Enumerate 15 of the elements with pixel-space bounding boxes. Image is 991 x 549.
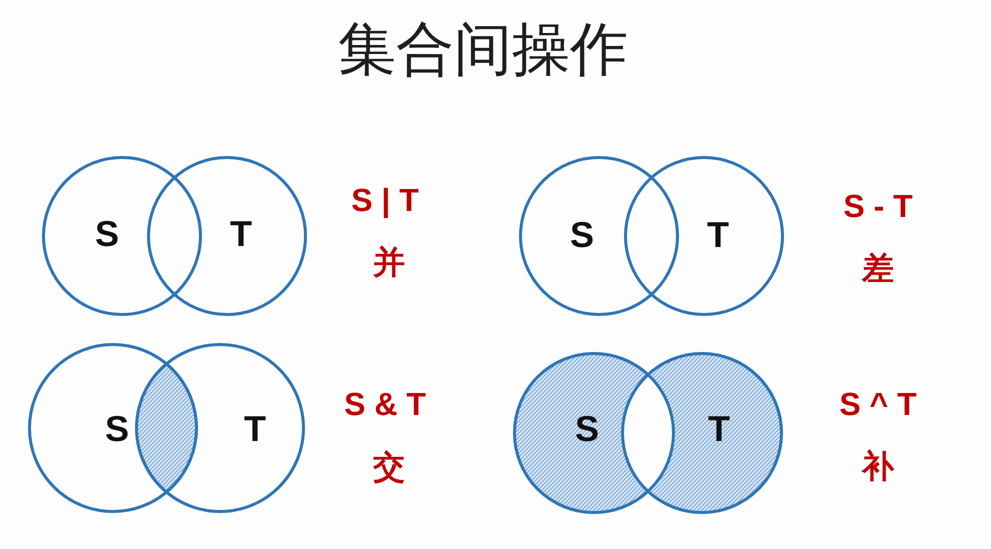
operation-name: 交 (373, 451, 405, 483)
operation-name: 差 (862, 252, 894, 284)
set-expression: S & T (344, 388, 426, 420)
set-circle: S (519, 156, 679, 316)
set-expression: S - T (843, 190, 913, 222)
operation-name: 补 (862, 450, 894, 482)
set-circle: T (621, 352, 783, 514)
operation-name: 并 (373, 246, 405, 278)
set-expression: S | T (351, 184, 419, 216)
set-expression: S ^ T (839, 388, 917, 420)
title: 集合间操作 (338, 21, 628, 79)
set-circle: T (624, 156, 784, 316)
set-circle: T (147, 156, 307, 316)
set-circle: S (513, 352, 675, 514)
set-circle: S (42, 156, 202, 316)
